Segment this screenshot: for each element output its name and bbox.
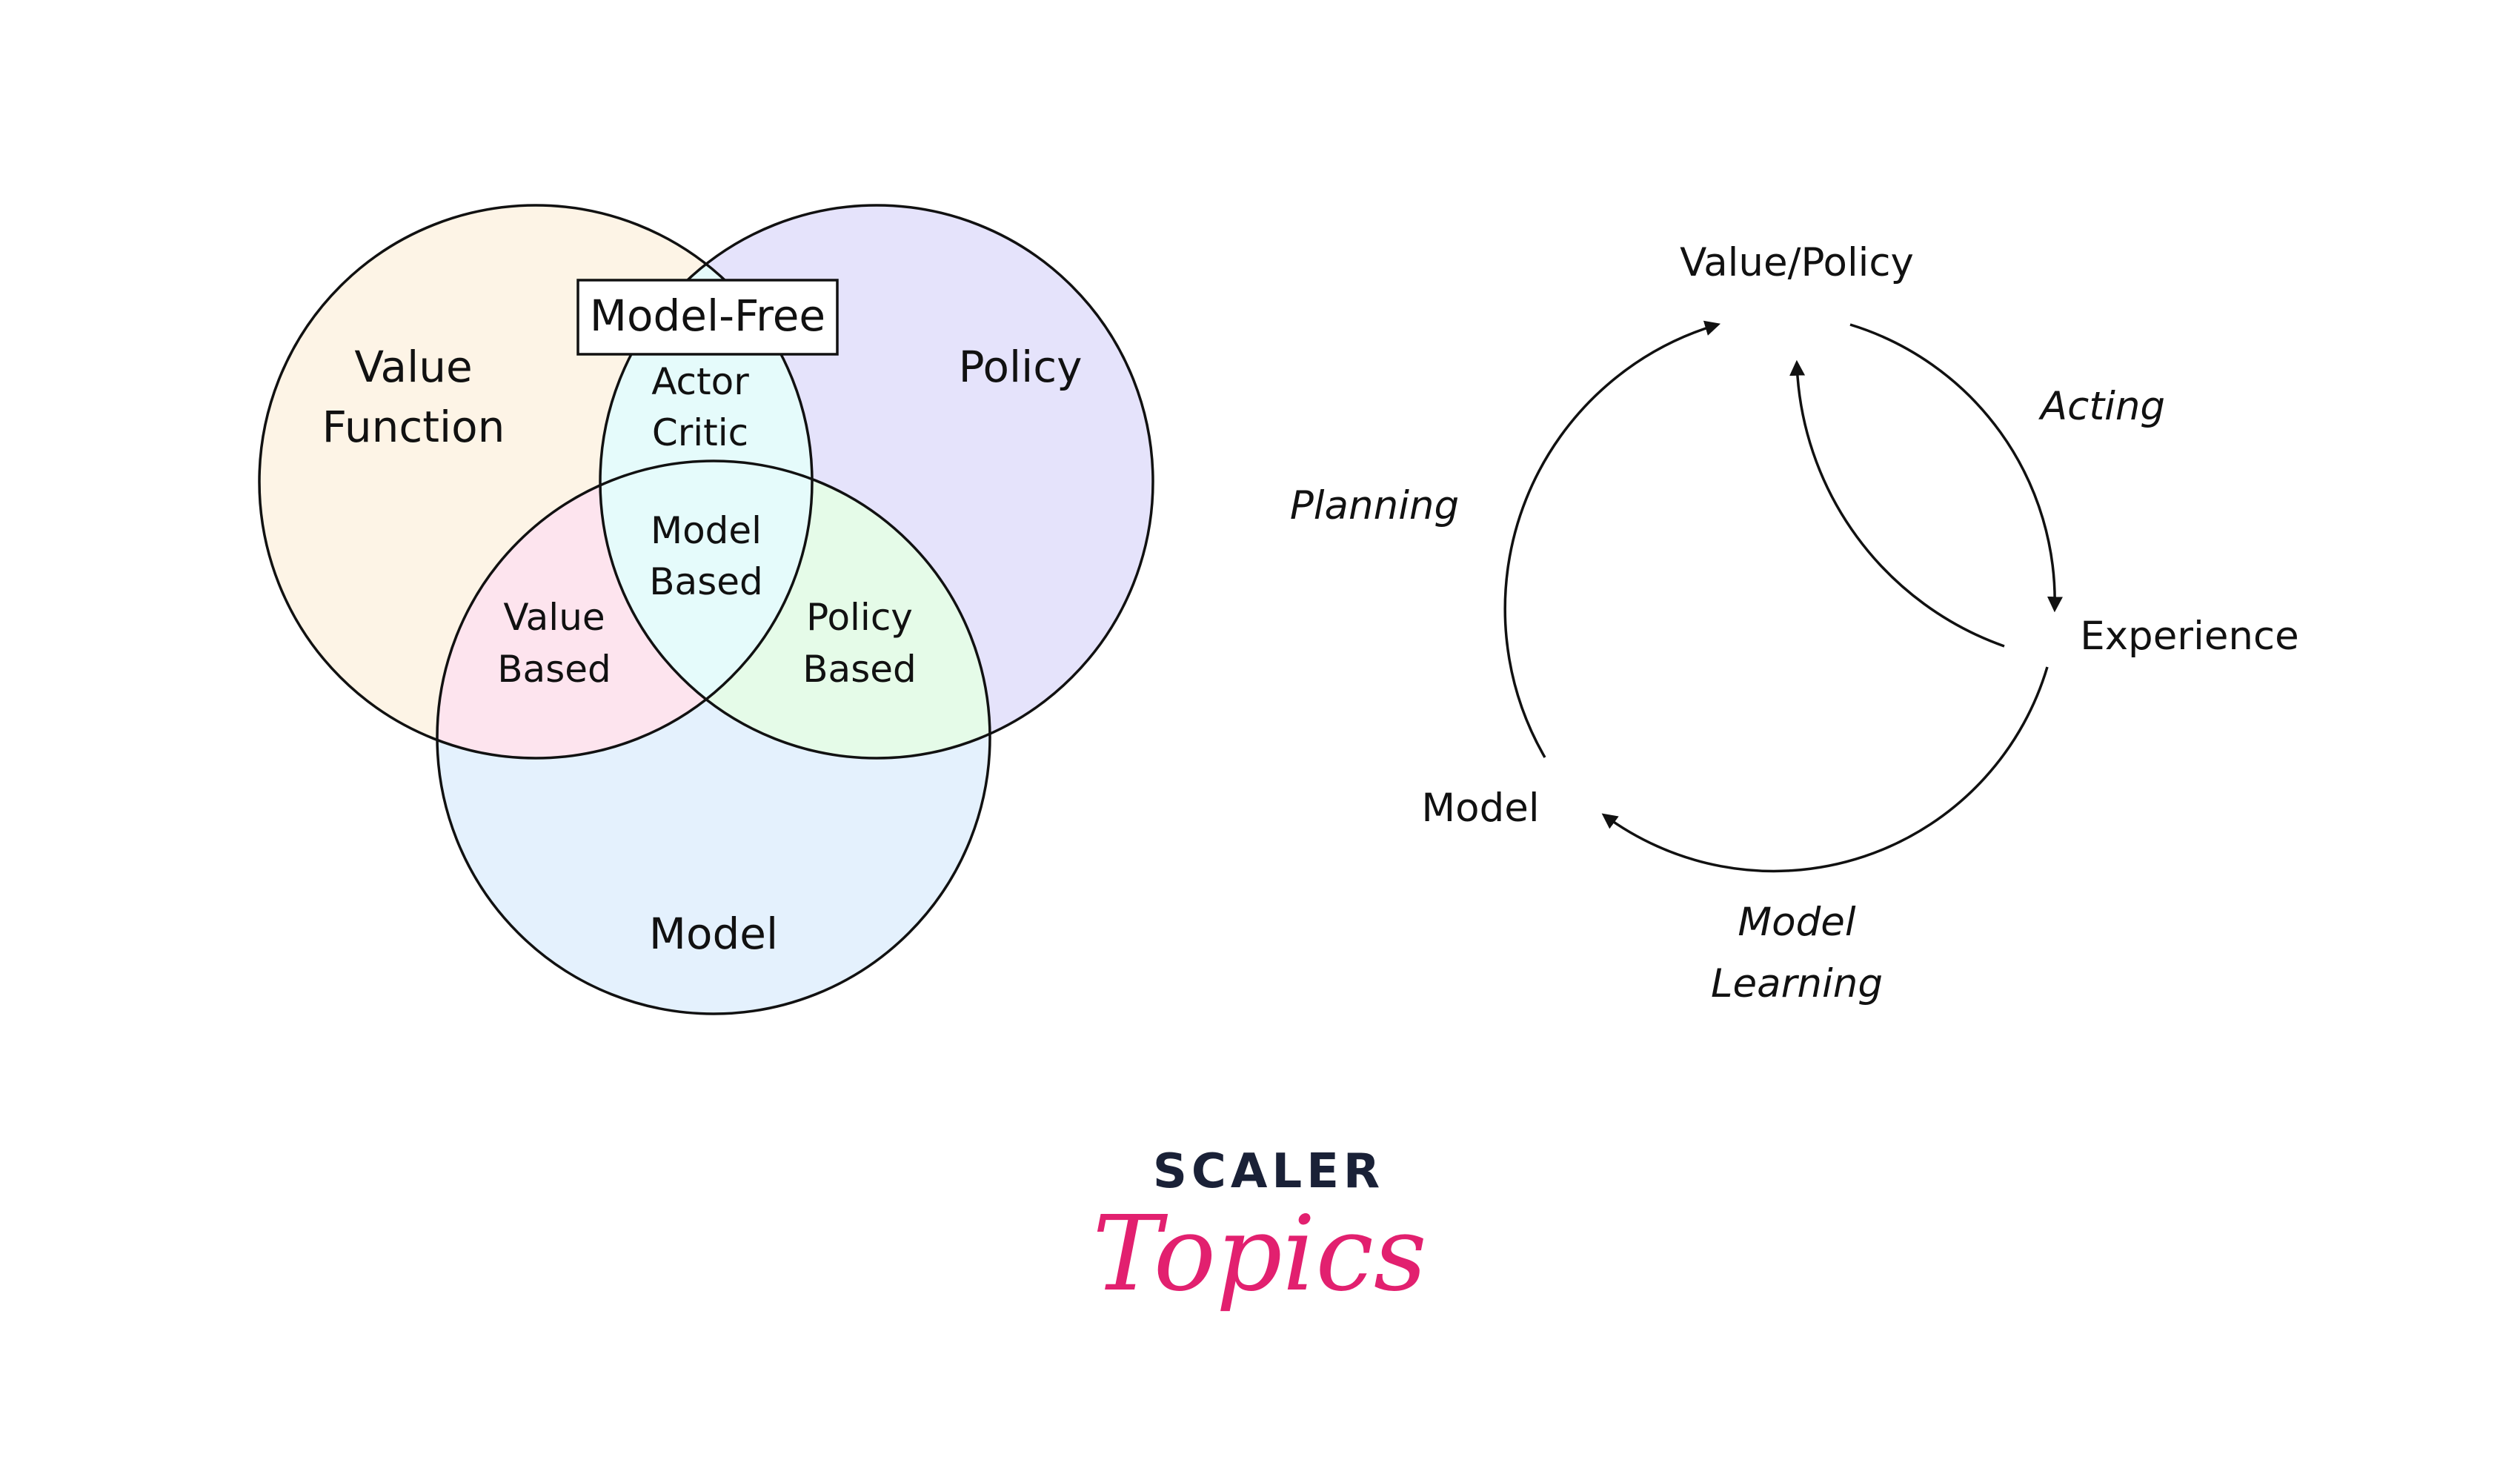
value-based-label: Based <box>497 648 611 691</box>
model-free-box <box>576 279 839 356</box>
acting-arrow <box>1849 323 2063 613</box>
logo-topics-text: Topics <box>1092 1194 1426 1315</box>
value-based-label: Value <box>503 596 605 639</box>
model-learning-arrow <box>1601 666 2049 873</box>
policy-based-label: Policy <box>806 596 913 639</box>
model-label: Model <box>649 909 778 959</box>
model-learning-label: Model <box>1738 900 1855 945</box>
value-policy-node: Value/Policy <box>1680 240 1914 285</box>
venn-diagram: Model-Free Value Function Policy Model A… <box>258 204 1154 1015</box>
acting-label: Acting <box>2038 384 2165 429</box>
model-learning-label: Learning <box>1711 961 1883 1006</box>
cycle-diagram: Value/Policy Experience Model Acting Pla… <box>1290 240 2299 1006</box>
experience-node: Experience <box>2080 614 2299 659</box>
scaler-topics-logo: SCALER Topics <box>1092 1144 1426 1315</box>
value-function-label: Value <box>354 342 472 392</box>
actor-critic-label: Actor <box>651 360 749 403</box>
value-function-label: Function <box>322 402 505 452</box>
planning-label: Planning <box>1290 483 1459 528</box>
model-based-label: Based <box>649 560 763 603</box>
policy-based-label: Based <box>802 648 917 691</box>
model-based-label: Model <box>651 509 762 552</box>
inner-update-arrow <box>1789 359 2005 648</box>
model-node: Model <box>1421 786 1539 831</box>
policy-label: Policy <box>959 342 1083 392</box>
planning-arrow <box>1503 320 1721 758</box>
logo-scaler-text: SCALER <box>1153 1144 1384 1199</box>
model-free-label: Model-Free <box>590 291 825 341</box>
actor-critic-label: Critic <box>652 411 748 454</box>
